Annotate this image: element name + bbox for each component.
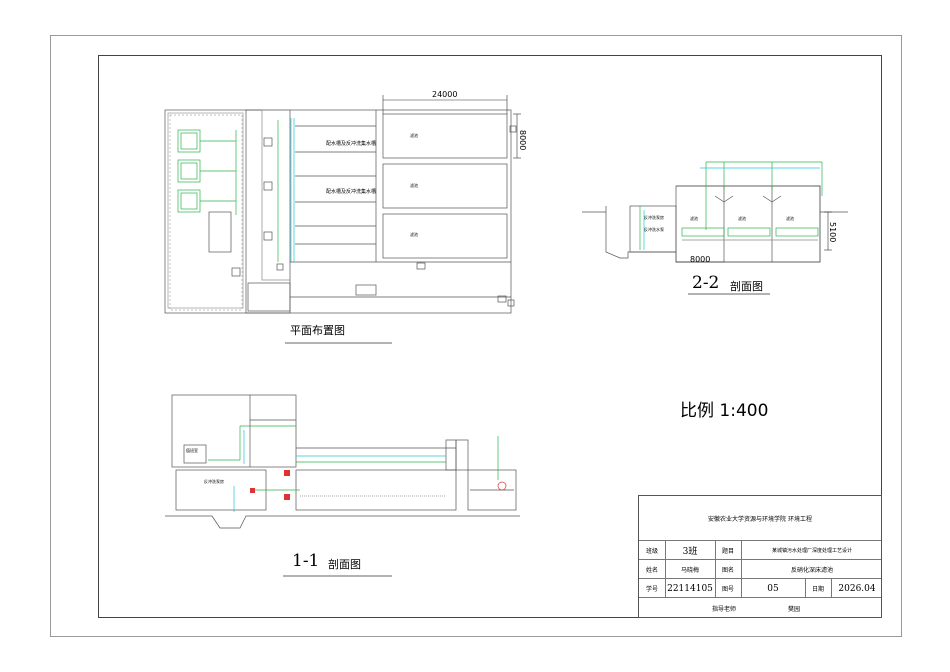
value-drawing-number: 05	[767, 583, 779, 594]
drawing-outer-frame	[50, 35, 902, 637]
title-block-row-class: 班级 3班 题目 某城镇污水处理厂深度处理工艺设计	[639, 540, 881, 560]
section-2-2-dim-height: 5100	[828, 222, 837, 243]
section-1-1-room-label: 值班室	[186, 448, 198, 453]
section-2-2-cell-label-3: 滤池	[786, 216, 794, 221]
value-class: 3班	[682, 547, 698, 557]
plan-cell-label-1: 滤池	[410, 133, 418, 138]
title-block-row-id: 学号 22114105 图号 05 日期 2026.04	[639, 578, 881, 598]
section-2-2-title-number: 2-2	[692, 273, 720, 293]
label-advisor: 指导老师	[711, 606, 736, 613]
section-1-1-title-number: 1-1	[292, 551, 320, 571]
value-drawing-name: 反硝化深床滤池	[790, 567, 833, 574]
label-name: 姓名	[645, 567, 658, 574]
label-drawing-name: 图名	[721, 567, 734, 574]
value-topic: 某城镇污水处理厂深度处理工艺设计	[771, 548, 852, 554]
section-1-1-pump-label: 反冲洗泵房	[204, 479, 224, 484]
drawing-inner-frame	[98, 55, 882, 618]
plan-title: 平面布置图	[290, 324, 345, 337]
title-block-row-name: 姓名 马晓梅 图名 反硝化深床滤池	[639, 559, 881, 579]
plan-view	[164, 95, 521, 344]
section-2-2-view	[582, 161, 848, 295]
label-topic: 题目	[721, 548, 734, 555]
plan-pipe-label-2: 配水槽及反冲洗集水槽	[326, 189, 377, 195]
title-block-header: 安徽农业大学资源与环境学院 环境工程	[708, 515, 812, 523]
section-1-1-view	[165, 394, 520, 577]
section-2-2-dim-width: 8000	[690, 255, 711, 264]
value-advisor: 樊园	[787, 606, 800, 613]
section-2-2-well-label: 反冲洗水泵	[644, 227, 664, 232]
plan-dim-height: 8000	[518, 130, 527, 151]
section-1-1-title-text: 剖面图	[328, 558, 361, 571]
label-student-id: 学号	[645, 586, 658, 593]
drawing-scale: 比例 1:400	[680, 401, 769, 421]
label-class: 班级	[645, 548, 658, 555]
section-2-2-cell-label-2: 滤池	[738, 216, 746, 221]
plan-dim-width: 24000	[432, 90, 458, 99]
plan-cell-label-3: 滤池	[410, 232, 418, 237]
value-student-id: 22114105	[667, 583, 713, 594]
title-block: 安徽农业大学资源与环境学院 环境工程 班级 3班 题目 某城镇污水处理厂深度处理…	[638, 495, 882, 618]
label-drawing-number: 图号	[721, 586, 734, 593]
section-2-2-cell-label-1: 滤池	[690, 216, 698, 221]
title-block-row-advisor: 指导老师 樊园	[639, 597, 881, 619]
value-date: 2026.04	[838, 583, 876, 594]
plan-pipe-label-1: 配水槽及反冲洗集水槽	[326, 141, 377, 147]
label-date: 日期	[811, 586, 824, 593]
section-2-2-title-text: 剖面图	[730, 280, 763, 293]
section-2-2-tank-label: 反冲洗泵房	[644, 215, 664, 220]
plan-cell-label-2: 滤池	[410, 183, 418, 188]
value-name: 马晓梅	[680, 567, 699, 574]
